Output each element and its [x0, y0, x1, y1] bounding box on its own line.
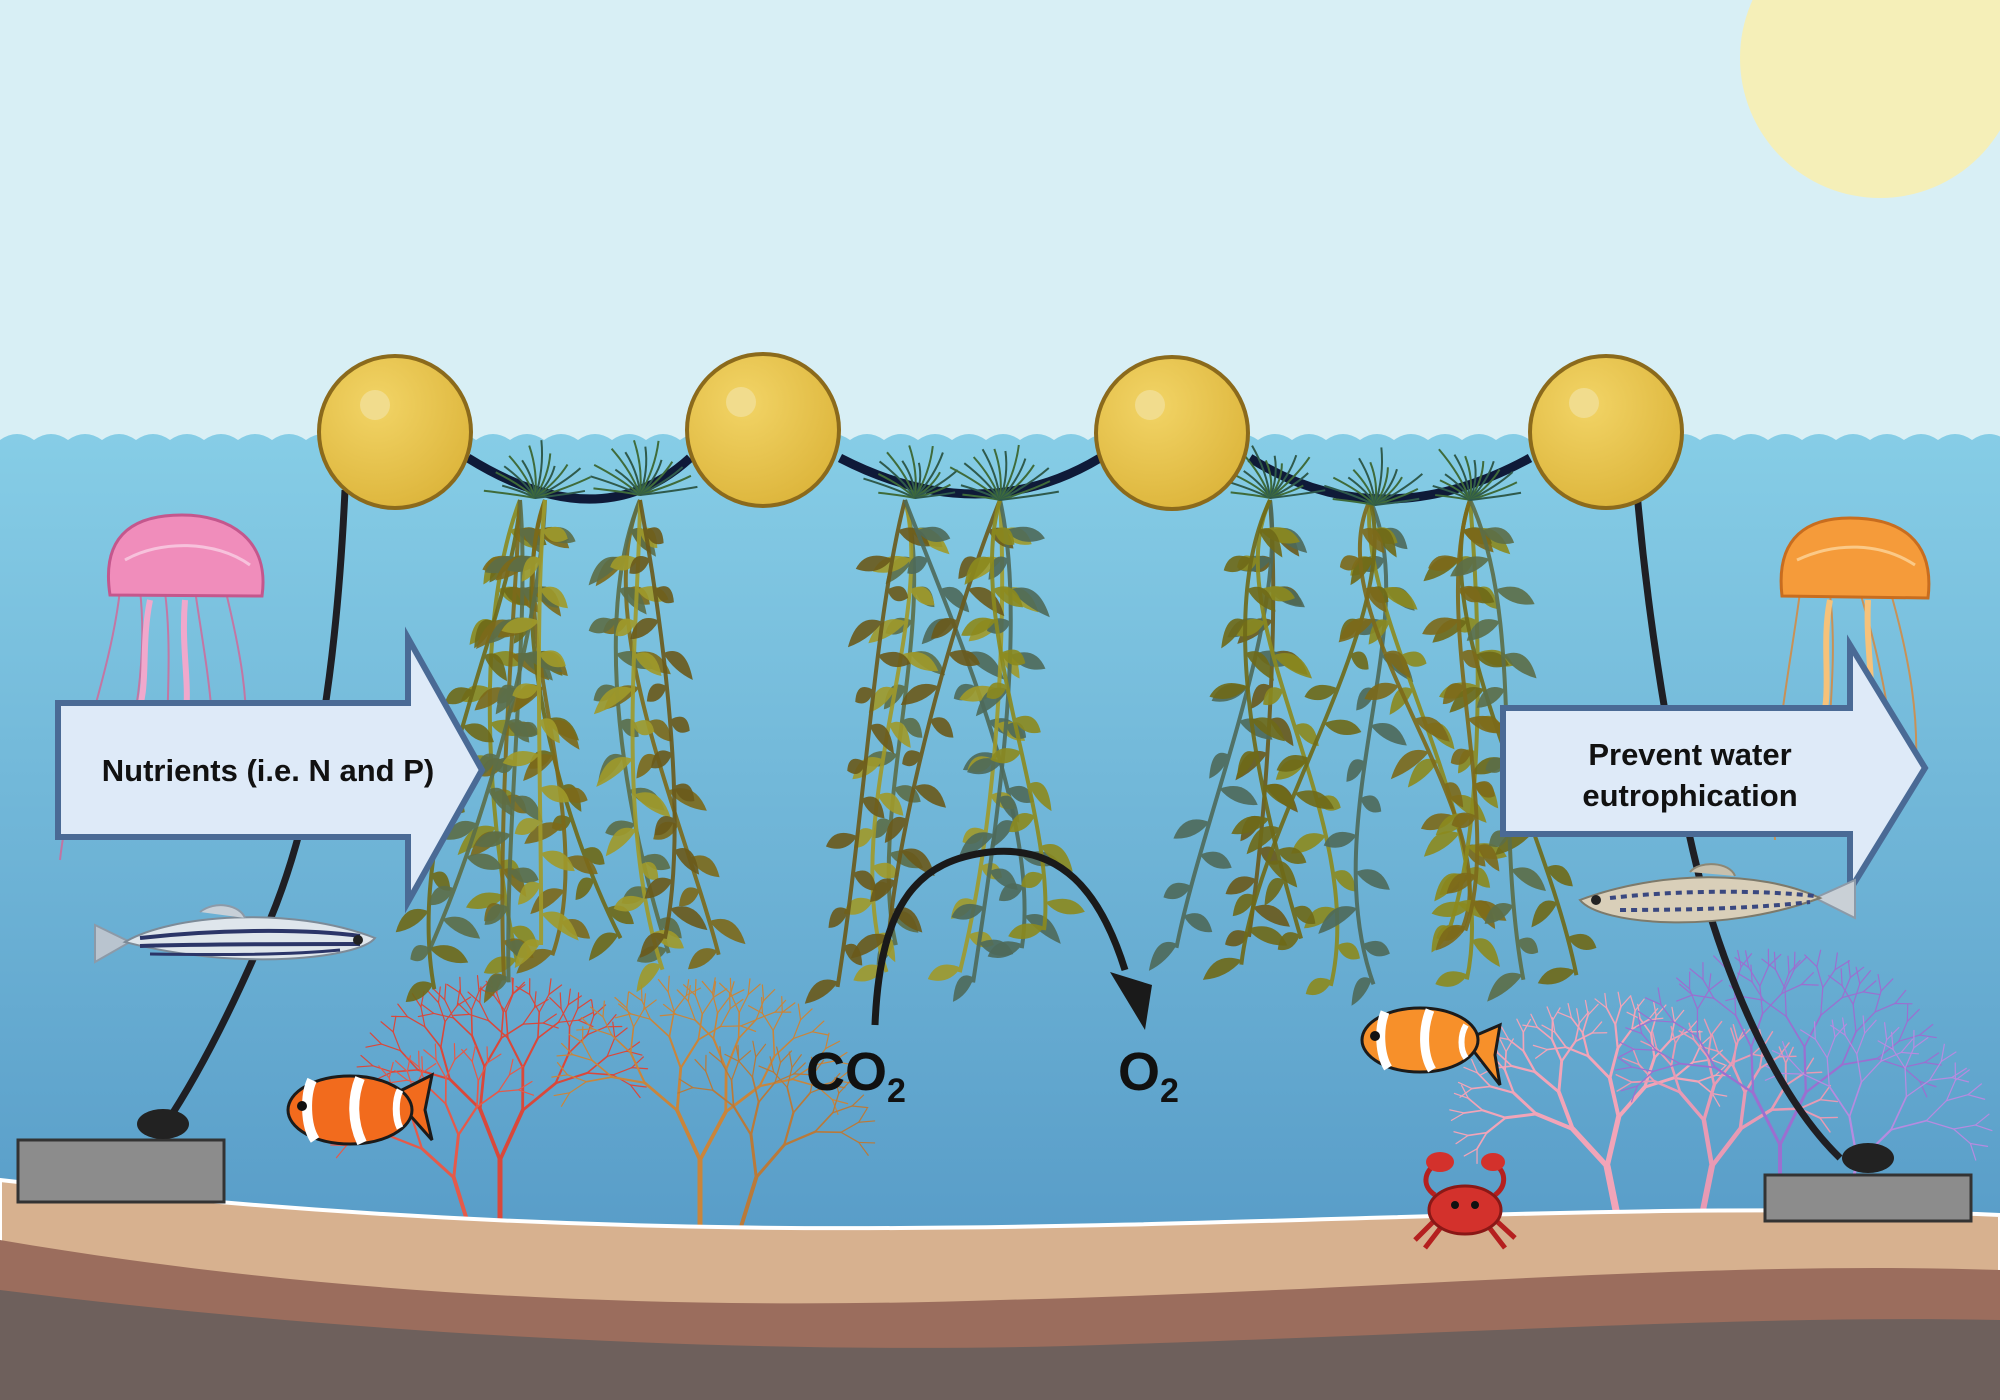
prevent-label-line1: Prevent water [1588, 737, 1791, 772]
seaweed-icon [395, 499, 1597, 1006]
clownfish-icon [1360, 1006, 1502, 1086]
anchor-weight-right [1842, 1143, 1894, 1173]
o2-main: O [1118, 1042, 1160, 1102]
prevent-label-line2: eutrophication [1582, 778, 1797, 813]
zebrafish-icon [1578, 863, 1856, 924]
co2-label: CO2 [806, 1042, 906, 1110]
buoy-icon [1528, 354, 1684, 510]
mooring-line-left [162, 489, 349, 1127]
anchor-block-right [1763, 1173, 1973, 1223]
arrowhead-icon [1110, 972, 1152, 1030]
buoy-icon [1094, 355, 1250, 511]
crab-icon [1413, 1152, 1517, 1250]
eutrophication-arrow [1500, 634, 1929, 901]
seaweed-holdfasts [483, 440, 1522, 506]
co2-subscript: 2 [887, 1072, 906, 1110]
sky [0, 0, 2000, 445]
clownfish-icon [286, 1072, 435, 1146]
anchor-block-left [16, 1138, 226, 1204]
nutrients-label: Nutrients (i.e. N and P) [102, 753, 434, 788]
seabed [0, 1177, 2000, 1400]
sun-icon [1740, 0, 2000, 198]
buoy-icon [317, 354, 473, 510]
buoy-icon [685, 352, 841, 508]
anchor-weight-left [137, 1109, 189, 1139]
o2-subscript: 2 [1160, 1072, 1179, 1110]
o2-label: O2 [1118, 1042, 1179, 1110]
nutrients-arrow [55, 626, 486, 914]
co2-main: CO [806, 1042, 887, 1102]
co2-o2-conversion-arrow [871, 847, 1129, 1026]
zebrafish-icon [94, 904, 377, 964]
